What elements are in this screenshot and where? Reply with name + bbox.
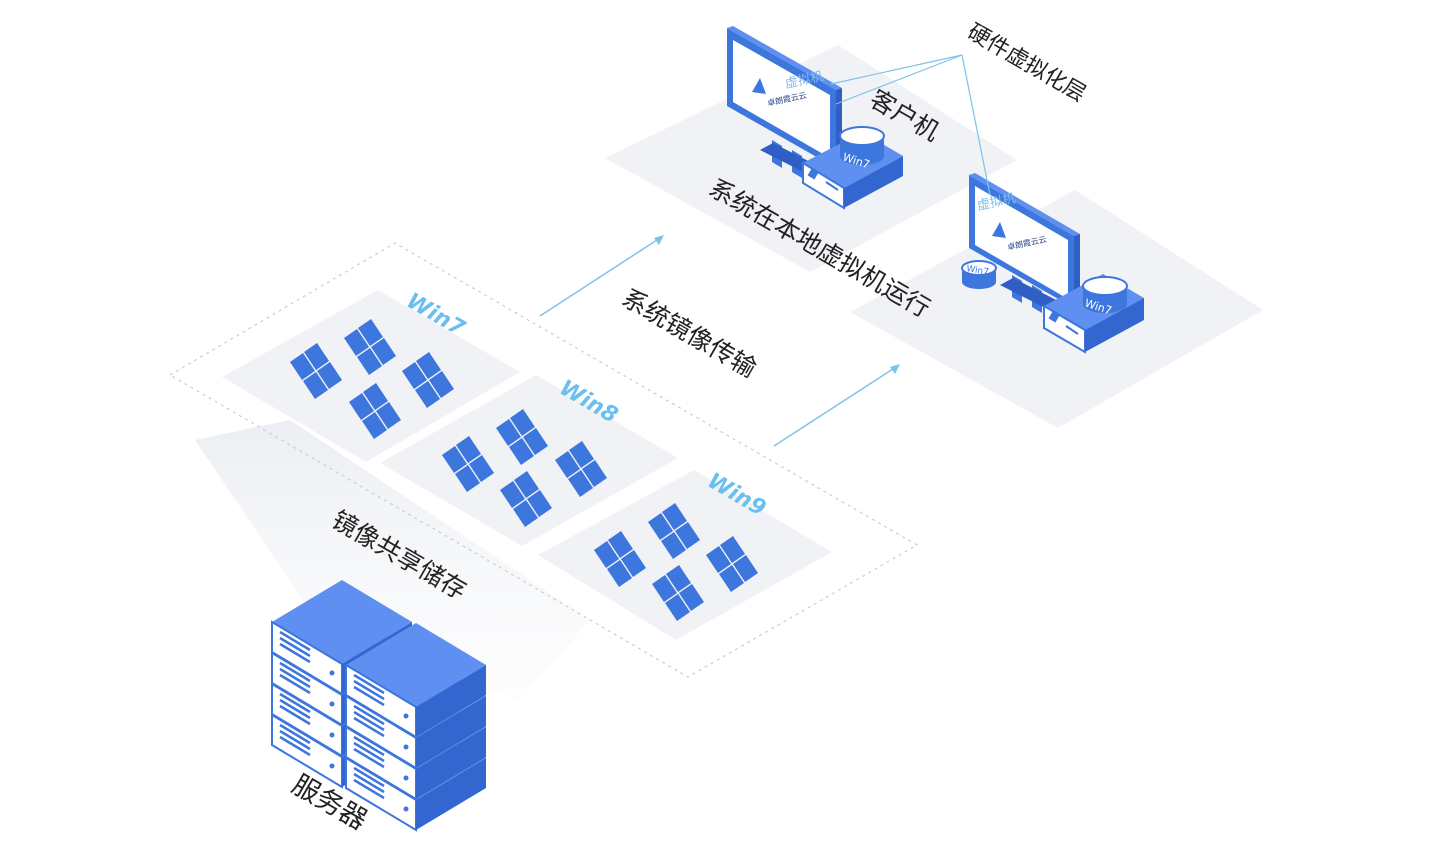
brand-logo-icon bbox=[752, 78, 766, 94]
server-unit-icon bbox=[344, 621, 488, 832]
image-tile-win8[interactable] bbox=[380, 375, 678, 546]
client-pc-2[interactable]: 虚拟机 卓朗霞云云 Win7 Win7 bbox=[961, 173, 1144, 354]
disk-icon bbox=[961, 260, 997, 289]
arrow-icon bbox=[539, 235, 664, 317]
disk-label: Win7 bbox=[965, 264, 989, 278]
label-image-transfer: 系统镜像传输 bbox=[617, 283, 761, 383]
image-tile-win7[interactable] bbox=[222, 290, 520, 462]
storage-region bbox=[168, 242, 919, 678]
monitor-icon bbox=[727, 26, 842, 168]
disk-icon bbox=[839, 126, 885, 165]
storage-beam bbox=[195, 420, 590, 700]
client-pc-1[interactable]: 虚拟机 卓朗霞云云 Win7 bbox=[727, 26, 903, 210]
arrow-icon bbox=[773, 364, 900, 447]
client-platform-1 bbox=[605, 45, 1017, 272]
brand-logo-icon bbox=[992, 222, 1006, 238]
hw-virt-callout bbox=[830, 54, 991, 196]
image-tile-win9[interactable] bbox=[538, 470, 832, 640]
disk-icon bbox=[1082, 276, 1128, 313]
monitor-icon bbox=[969, 173, 1080, 308]
label-hw-virt-layer: 硬件虚拟化层 bbox=[963, 20, 1090, 108]
